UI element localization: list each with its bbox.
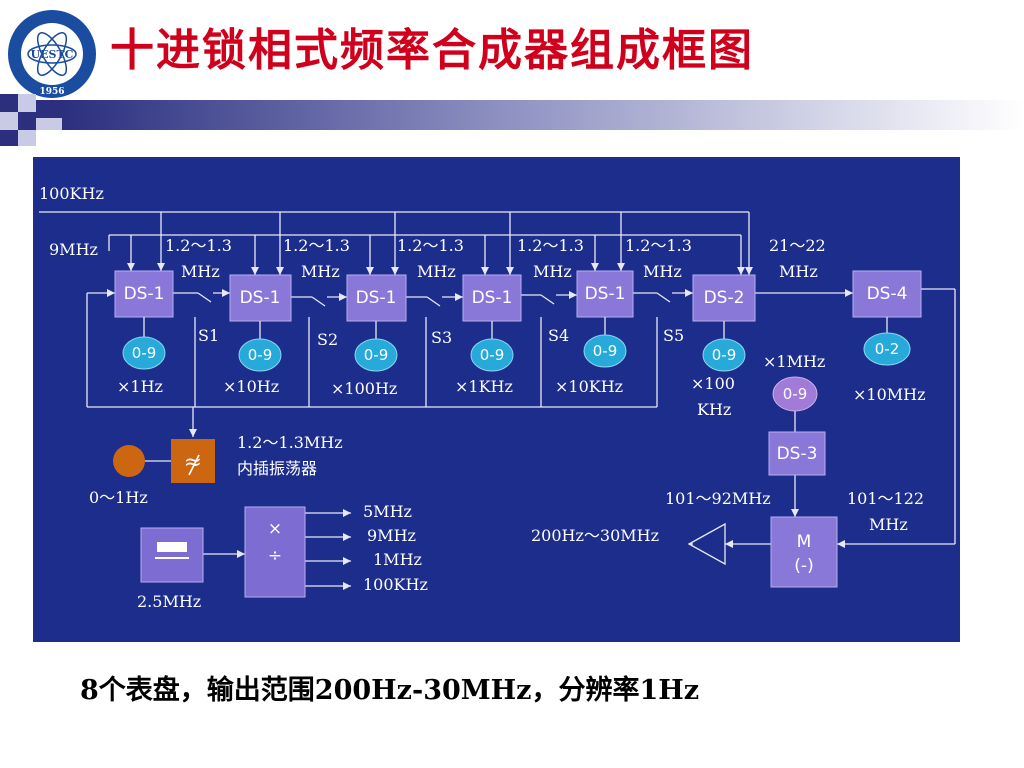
dial-1[interactable] [122,336,166,370]
dial-ds3-range: 0-9 [783,385,808,403]
inject-label-1-b: MHz [181,262,220,281]
signal-arrowheads [107,263,853,590]
divider-output-3: 1MHz [373,550,422,569]
ds4-block-label: DS-4 [867,284,908,304]
ds4-output-label-b: MHz [869,515,908,534]
divider-output-2: 9MHz [367,526,416,545]
crystal-frequency: 2.5MHz [137,592,201,611]
ds4-output-label-a: 101～122 [847,489,924,508]
tuning-knob-icon[interactable] [113,445,145,477]
dial-3-range: 0-9 [364,346,389,364]
mult-5: ×10KHz [555,377,623,396]
ds1-block-4-label: DS-1 [472,288,513,308]
dial-5-range: 0-9 [593,342,618,360]
mult-2: ×10Hz [223,377,279,396]
slide-caption: 8个表盘，输出范围200Hz-30MHz，分辨率1Hz [80,675,700,706]
interp-oscillator-block [171,439,215,483]
divider-divide-symbol: ÷ [268,546,282,566]
output-amplifier-icon [687,522,726,566]
ds1-block-2-label: DS-1 [240,288,281,308]
inject-label-5-a: 1.2～1.3 [625,236,692,255]
mixer-label: M [797,532,812,552]
mult-1: ×1Hz [117,377,163,396]
inject-label-4-b: MHz [533,262,572,281]
logo-year: 1956 [39,87,64,97]
synthesizer-block-diagram: 100KHz 9MHz [33,157,960,642]
mult-ds4: ×10MHz [853,385,926,404]
mult-4: ×1KHz [455,377,513,396]
ds3-block-label: DS-3 [777,444,818,464]
switch-s2: S2 [317,330,338,349]
header-decoration [0,94,1024,146]
mult-ds3: ×1MHz [763,352,825,371]
university-logo: UESTC 1956 [8,10,96,98]
dial-6[interactable] [702,338,746,372]
ds1-block-3-label: DS-1 [356,288,397,308]
inject-label-2-b: MHz [301,262,340,281]
dial-4[interactable] [470,338,514,372]
slide-title: 十进锁相式频率合成器组成框图 [110,25,754,76]
mixer-block [770,516,838,588]
switch-s4: S4 [548,326,569,345]
ref-100k-label: 100KHz [39,184,104,203]
ds3-block [768,431,826,476]
dial-2[interactable] [238,338,282,372]
ds2-block [692,274,756,322]
mult-ds2-a: ×100 [691,374,735,393]
divider-multiply-symbol: × [268,519,282,539]
ds2-block-label: DS-2 [704,288,745,308]
logo-text: UESTC [31,48,74,61]
ds2-range-b: MHz [779,262,818,281]
inject-label-2-a: 1.2～1.3 [283,236,350,255]
crystal-symbol-icon [157,542,187,552]
switch-s3: S3 [431,328,452,347]
inject-label-3-b: MHz [417,262,456,281]
dial-1-range: 0-9 [132,344,157,362]
interp-osc-range: 1.2～1.3MHz [237,433,343,452]
ds2-range-a: 21～22 [769,236,826,255]
mixer-sign: (-) [794,556,813,576]
mult-3: ×100Hz [331,379,397,398]
tuning-knob-range: 0～1Hz [89,488,148,507]
oscillator-symbol-icon: ≈ [184,450,202,475]
ds4-block [852,270,922,318]
divider-output-4: 100KHz [363,575,428,594]
inject-label-1-a: 1.2～1.3 [165,236,232,255]
dial-4-range: 0-9 [480,346,505,364]
reference-bus-wires [39,211,956,587]
ds1-block-4 [462,274,522,322]
switch-s5: S5 [663,326,684,345]
dial-3[interactable] [354,338,398,372]
interp-osc-name: 内插振荡器 [237,459,317,478]
ds1-block-5 [576,270,634,318]
ds1-block-5-label: DS-1 [585,284,626,304]
ds3-output-label: 101～92MHz [665,489,771,508]
output-range-label: 200Hz～30MHz [531,526,659,545]
inject-label-4-a: 1.2～1.3 [517,236,584,255]
ds1-block-2 [229,274,292,322]
variable-tuning-icon [188,454,200,476]
dial-ds3[interactable] [772,376,818,412]
ref-9m-label: 9MHz [49,240,98,259]
dial-6-range: 0-9 [712,346,737,364]
ds1-block-3 [346,274,407,322]
dial-5[interactable] [583,334,627,368]
ds1-block-1-label: DS-1 [124,284,165,304]
inject-label-3-a: 1.2～1.3 [397,236,464,255]
inject-label-5-b: MHz [643,262,682,281]
dial-7[interactable] [863,332,911,366]
frequency-divider-block [244,506,306,598]
dial-connectors [143,317,888,432]
mult-ds2-b: KHz [697,400,731,419]
dial-7-range: 0-2 [875,340,900,358]
crystal-oscillator-block [140,527,204,583]
divider-output-1: 5MHz [363,502,412,521]
dial-2-range: 0-9 [248,346,273,364]
switch-s1: S1 [198,326,219,345]
